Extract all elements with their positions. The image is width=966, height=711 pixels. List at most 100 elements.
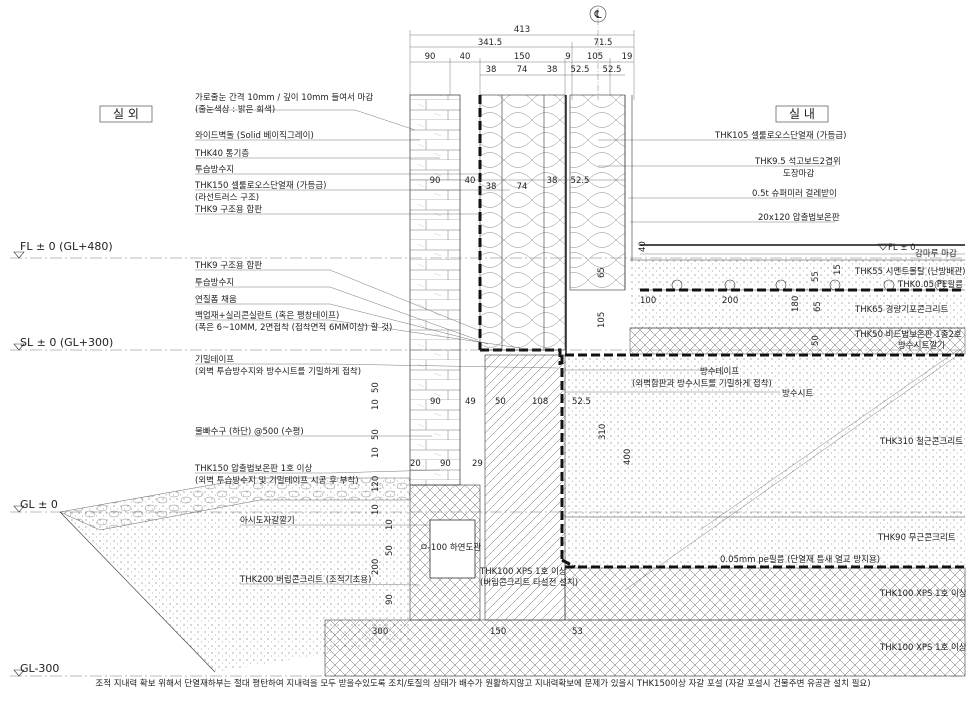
lower-dim-18: 10	[371, 504, 381, 515]
inner-dim-2: 100	[640, 296, 656, 306]
right-label-7: THK0.05 PE필름	[897, 279, 963, 290]
cellulose-insulation	[479, 94, 626, 351]
inner-dim-9: 15	[833, 264, 843, 275]
inner-dimensions: 65 40 100 200 55 180 50 105 65 15	[597, 241, 843, 346]
inner-dim-8: 65	[813, 301, 823, 312]
right-label-11: 방수테이프	[700, 366, 739, 377]
dim-row3-0: 90	[425, 52, 436, 62]
lower-dim-4: 52.5	[572, 397, 591, 407]
top-dimensions: 413 341.5 71.5 90 40 150 9 105 19 38 74 …	[425, 25, 633, 75]
right-label-12: (외벽합판과 방수시트를 기밀하게 접착)	[632, 378, 772, 389]
lower-dim-12: 53	[572, 627, 583, 637]
left-label-22: (버림콘크리트 타설전 설치)	[480, 577, 578, 588]
left-label-8: THK9 구조용 합판	[194, 261, 262, 271]
lower-dimensions: 90 49 50 108 52.5 310 400 20 90 29 300 1…	[371, 382, 633, 637]
lower-dim-15: 50	[371, 429, 381, 440]
left-labels: 가로줄눈 간격 10mm / 깊이 10mm 들여서 마감 (줄눈색상 : 밝은…	[194, 92, 578, 588]
lower-dim-7: 20	[410, 459, 421, 469]
right-label-18: THK100 XPS 1호 이상	[879, 642, 966, 653]
mid-dim-2: 38	[486, 182, 497, 192]
lower-dim-2: 50	[495, 397, 506, 407]
left-label-0: 가로줄눈 간격 10mm / 깊이 10mm 들여서 마감	[195, 92, 373, 103]
top-dimension-lines	[409, 5, 635, 181]
dim-row3-4: 105	[587, 52, 603, 62]
lower-dim-8: 90	[440, 459, 451, 469]
inner-dim-7: 105	[597, 312, 607, 328]
dim-row2-0: 341.5	[478, 38, 502, 48]
left-label-10: 연질폼 채움	[195, 294, 237, 305]
dim-row4-2: 38	[547, 65, 558, 75]
right-labels: THK105 셀룰로오스단열재 (가등급) THK9.5 석고보드2겹위 도장마…	[632, 130, 966, 653]
left-label-9: 투습방수지	[195, 277, 234, 288]
room-outside: 실 외	[113, 107, 139, 121]
lower-dim-22: 10	[385, 519, 395, 530]
left-label-13: 기밀테이프	[195, 354, 234, 365]
right-label-14: THK310 철근콘크리트	[879, 436, 963, 447]
ground-fill	[59, 477, 966, 677]
centerline-symbol: ℄	[593, 8, 601, 21]
lower-dim-20: 90	[385, 594, 395, 605]
lower-dim-17: 120	[371, 476, 381, 492]
left-label-20: THK200 버림콘크리트 (조적기초용)	[239, 574, 371, 585]
right-label-2: 도장마감	[783, 168, 814, 179]
right-label-10: 방수시트깔기	[898, 340, 945, 351]
lower-dim-6: 400	[623, 449, 633, 465]
inner-dim-3: 200	[722, 296, 738, 306]
left-label-14: (외벽 투습방수지와 방수시트를 기밀하게 접착)	[195, 366, 361, 377]
dim-row3-5: 19	[622, 52, 633, 62]
lower-dim-13: 50	[371, 382, 381, 393]
brick-wall	[409, 94, 461, 486]
mid-dim-0: 90	[430, 176, 441, 186]
right-label-13: 방수시트	[782, 388, 813, 399]
lower-dim-1: 49	[465, 397, 476, 407]
dim-row4-3: 52.5	[571, 65, 590, 75]
right-label-4: 20x120 압출법보온판	[758, 212, 840, 223]
left-leader-lines	[195, 109, 559, 586]
left-label-18: 아시도자갈깔기	[240, 515, 295, 526]
inner-dim-6: 50	[811, 335, 821, 346]
right-label-15: THK90 무근콘크리트	[877, 533, 956, 543]
lower-dim-19: 200	[371, 559, 381, 575]
lower-dim-0: 90	[430, 397, 441, 407]
mid-dim-1: 40	[465, 176, 476, 186]
level-fl-right: FL ± 0	[888, 243, 916, 253]
level-gl300: GL-300	[20, 662, 59, 675]
dim-row3-2: 150	[514, 52, 530, 62]
footnote: 조적 지내력 확보 위해서 단열재하부는 절대 평탄하여 지내력을 모두 받을수…	[95, 678, 870, 689]
left-label-2: 와이드벽돌 (Solid 베이직그레이)	[195, 130, 314, 141]
level-gl: GL ± 0	[20, 498, 58, 511]
drain-pipe-box	[429, 519, 476, 579]
lower-dim-16: 10	[371, 447, 381, 458]
left-label-5: THK150 셀룰로오스단열재 (가등급)	[194, 180, 326, 191]
right-label-9: THK50 비드법보온판 1종2호	[854, 329, 962, 340]
right-label-6: THK55 시멘트몰탈 (난방배관)	[854, 266, 965, 277]
inner-dim-5: 180	[791, 296, 801, 312]
dim-row4-0: 38	[486, 65, 497, 75]
left-label-3: THK40 통기층	[194, 149, 249, 159]
right-leader-lines	[560, 139, 835, 393]
mid-dim-5: 52.5	[571, 176, 590, 186]
level-fl: FL ± 0 (GL+480)	[20, 240, 113, 253]
lower-dim-11: 150	[490, 627, 506, 637]
level-lines	[10, 243, 965, 677]
dim-row2-1: 71.5	[594, 38, 613, 48]
dim-row4-1: 74	[517, 65, 528, 75]
left-label-11: 백업재+실리콘실란트 (혹은 팽창테이프)	[195, 310, 339, 321]
left-label-12: (폭은 6~10MM, 2면접착 (접착면적 6MM이상) 할 것)	[195, 322, 392, 333]
dim-row3-1: 40	[460, 52, 471, 62]
lower-dim-10: 300	[372, 627, 388, 637]
left-label-15: 물빠수구 (하단) @500 (수평)	[195, 426, 304, 437]
right-label-0: THK105 셀룰로오스단열재 (가등급)	[714, 130, 846, 141]
left-label-19: ㅁ-100 하연도관	[420, 542, 481, 553]
room-inside: 실 내	[789, 107, 815, 121]
slab	[564, 244, 966, 621]
right-label-5: 강마루 마감	[915, 248, 957, 259]
left-label-4: 투습방수지	[195, 164, 234, 175]
heating-pipes	[671, 279, 946, 291]
left-label-7: THK9 구조용 합판	[194, 205, 262, 215]
inner-dim-0: 65	[597, 267, 607, 278]
level-sl: SL ± 0 (GL+300)	[20, 336, 113, 349]
dim-total: 413	[514, 25, 530, 35]
lower-dim-3: 108	[532, 397, 548, 407]
